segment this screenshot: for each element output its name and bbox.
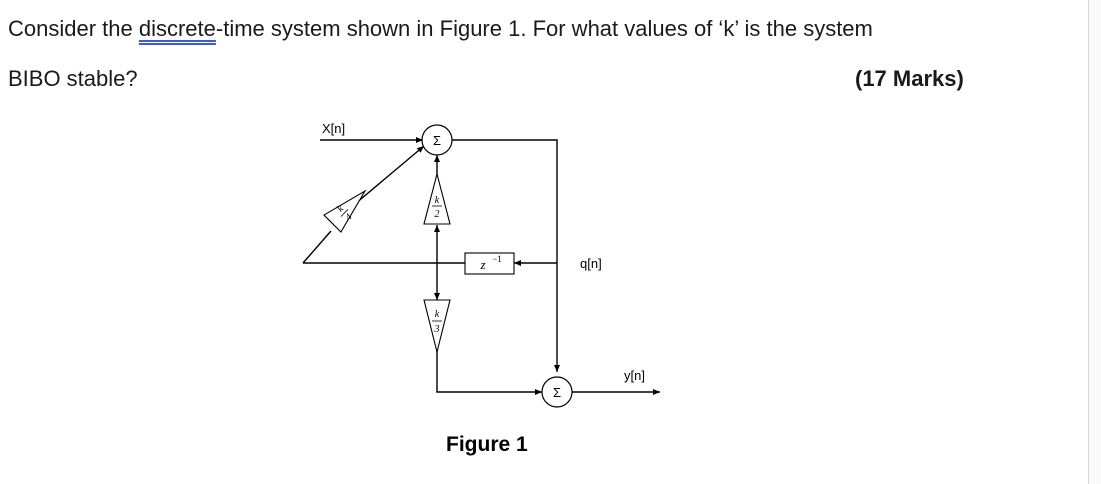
feedback-line-b bbox=[354, 145, 425, 205]
feedback-line-a bbox=[302, 230, 332, 264]
svg-text:z: z bbox=[479, 257, 485, 272]
question-line-1: Consider the discrete-time system shown … bbox=[8, 16, 873, 42]
svg-text:−1: −1 bbox=[492, 254, 502, 264]
feedforward-path bbox=[452, 139, 560, 372]
gain-k-over-3: k 3 bbox=[423, 299, 451, 353]
svg-text:Σ: Σ bbox=[433, 133, 441, 148]
output-label: y[n] bbox=[624, 368, 645, 383]
question-line-2: BIBO stable? bbox=[8, 66, 138, 91]
svg-text:k: k bbox=[435, 309, 440, 320]
marks-label: (17 Marks) bbox=[855, 66, 964, 91]
svg-text:4: 4 bbox=[343, 212, 354, 223]
figure-caption: Figure 1 bbox=[446, 433, 528, 456]
vertical-scrollbar[interactable] bbox=[1088, 0, 1101, 484]
input-label: X[n] bbox=[322, 121, 345, 136]
sum-junction-top: Σ bbox=[421, 124, 453, 156]
question-text-start: Consider the bbox=[8, 16, 139, 41]
question-text-rest: -time system shown in Figure 1. For what… bbox=[215, 16, 873, 41]
spellcheck-flagged-word[interactable]: discrete bbox=[138, 16, 216, 41]
state-label: q[n] bbox=[580, 256, 602, 271]
svg-text:k: k bbox=[435, 195, 440, 206]
svg-text:2: 2 bbox=[435, 209, 440, 220]
delay-block: z −1 bbox=[464, 252, 515, 275]
gain-k-over-4: k 4 bbox=[323, 189, 367, 233]
gain-bottom-to-output-sum bbox=[436, 338, 542, 395]
gain-k-over-2: k 2 bbox=[423, 171, 451, 225]
svg-text:3: 3 bbox=[434, 324, 440, 335]
svg-text:k: k bbox=[335, 203, 346, 214]
svg-text:Σ: Σ bbox=[553, 385, 561, 400]
signal-lines bbox=[302, 137, 660, 395]
sum-junction-output: Σ bbox=[541, 376, 573, 408]
